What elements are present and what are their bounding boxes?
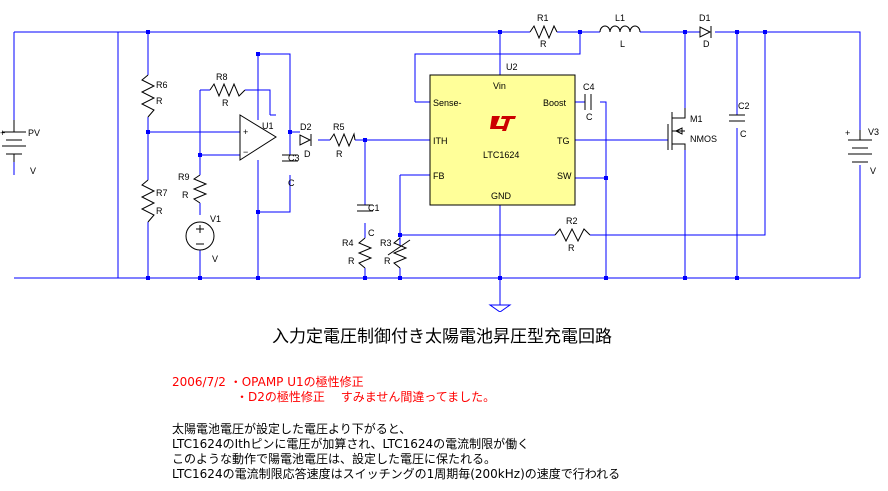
m1-value: NMOS bbox=[690, 134, 717, 144]
resistor-r6: R6 R bbox=[140, 74, 168, 118]
diode-d2: D2 D bbox=[299, 122, 312, 159]
c1-ref: C1 bbox=[368, 203, 380, 213]
svg-text:+: + bbox=[845, 128, 850, 138]
capacitor-c4: C4 C bbox=[583, 82, 595, 122]
r7-ref: R7 bbox=[156, 188, 168, 198]
svg-text:+: + bbox=[0, 128, 5, 138]
mosfet-m1: M1 NMOS bbox=[667, 108, 717, 150]
revision-note-2: ・D2の極性修正 すみません間違ってました。 bbox=[236, 390, 496, 404]
d2-value: D bbox=[304, 149, 311, 159]
resistor-r7: R7 R bbox=[140, 179, 168, 223]
ground-icon bbox=[488, 304, 512, 312]
lt-logo-icon bbox=[490, 116, 516, 131]
r6-value: R bbox=[156, 96, 163, 106]
resistor-r1: R1 R bbox=[529, 13, 558, 49]
schematic-diagram: + PV V + V3 V R6 R R7 R R8 R R9 R R5 R R… bbox=[0, 13, 879, 312]
pin-gnd: GND bbox=[491, 191, 512, 201]
resistor-r5: R5 R bbox=[329, 122, 356, 159]
r2-value: R bbox=[568, 243, 575, 253]
resistor-r9: R9 R bbox=[178, 172, 208, 204]
d2-ref: D2 bbox=[300, 122, 312, 132]
r6-ref: R6 bbox=[156, 80, 168, 90]
r7-value: R bbox=[156, 206, 163, 216]
c4-ref: C4 bbox=[583, 82, 595, 92]
d1-value: D bbox=[703, 39, 710, 49]
capacitor-c1: C1 C bbox=[357, 203, 380, 238]
pin-sw: SW bbox=[557, 171, 572, 181]
v3-ref: V3 bbox=[868, 127, 879, 137]
svg-text:−: − bbox=[243, 147, 248, 157]
l1-value: L bbox=[620, 39, 625, 49]
description-line-3: このような動作で陽電池電圧は、設定した電圧に保たれる。 bbox=[172, 452, 497, 466]
ic-u2: U2 Vin Sense- Boost ITH TG FB SW GND LTC… bbox=[429, 62, 576, 206]
wires bbox=[13, 31, 861, 305]
revision-note-1: 2006/7/2 ・OPAMP U1の極性修正 bbox=[172, 375, 364, 389]
resistor-r3: R3 R bbox=[380, 237, 411, 269]
r5-value: R bbox=[336, 149, 343, 159]
ic-u2-body bbox=[429, 74, 576, 206]
resistor-r8: R8 R bbox=[209, 72, 246, 108]
c2-value: C bbox=[740, 129, 747, 139]
diode-d1: D1 D bbox=[699, 13, 712, 49]
pv-ref: PV bbox=[28, 128, 40, 138]
resistor-r4: R4 R bbox=[342, 237, 373, 269]
c1-value: C bbox=[368, 228, 375, 238]
description-line-1: 太陽電池電圧が設定した電圧より下がると、 bbox=[172, 422, 412, 436]
r9-value: R bbox=[182, 190, 189, 200]
r2-ref: R2 bbox=[566, 216, 578, 226]
r1-ref: R1 bbox=[537, 13, 549, 23]
pin-fb: FB bbox=[433, 171, 445, 181]
r3-value: R bbox=[384, 256, 391, 266]
pv-source: + PV V bbox=[0, 120, 40, 176]
pin-ith: ITH bbox=[433, 136, 448, 146]
description-line-2: LTC1624のIthピンに電圧が加算され、LTC1624の電流制限が働く bbox=[172, 437, 530, 451]
u1-ref: U1 bbox=[262, 121, 274, 131]
r3-ref: R3 bbox=[380, 238, 392, 248]
c3-value: C bbox=[288, 178, 295, 188]
m1-ref: M1 bbox=[690, 114, 703, 124]
description-line-4: LTC1624の電流制限応答速度はスイッチングの1周期毎(200kHz)の速度で… bbox=[172, 467, 621, 481]
voltage-source-v1: V1 V bbox=[185, 214, 221, 264]
pin-vin: Vin bbox=[493, 81, 506, 91]
ic-part: LTC1624 bbox=[483, 150, 519, 160]
r4-ref: R4 bbox=[342, 238, 354, 248]
resistor-r2: R2 R bbox=[554, 216, 591, 253]
v3-value: V bbox=[870, 166, 876, 176]
r9-ref: R9 bbox=[178, 172, 190, 182]
c4-value: C bbox=[586, 112, 593, 122]
capacitor-c2: C2 C bbox=[729, 101, 750, 139]
v1-ref: V1 bbox=[210, 214, 221, 224]
opamp-u1: + − U1 bbox=[239, 114, 277, 161]
r4-value: R bbox=[348, 256, 355, 266]
pin-tg: TG bbox=[557, 136, 570, 146]
junctions bbox=[146, 30, 767, 280]
pv-value: V bbox=[30, 166, 36, 176]
l1-ref: L1 bbox=[615, 13, 625, 23]
svg-text:+: + bbox=[243, 127, 248, 137]
pin-boost: Boost bbox=[543, 98, 567, 108]
c3-ref: C3 bbox=[288, 153, 300, 163]
c2-ref: C2 bbox=[738, 101, 750, 111]
r1-value: R bbox=[540, 39, 547, 49]
r8-value: R bbox=[222, 98, 229, 108]
inductor-l1: L1 L bbox=[599, 13, 641, 49]
v3-source: + V3 V bbox=[845, 127, 879, 176]
pin-sense: Sense- bbox=[433, 98, 462, 108]
r5-ref: R5 bbox=[333, 122, 345, 132]
r8-ref: R8 bbox=[216, 72, 228, 82]
ic-ref: U2 bbox=[506, 62, 518, 72]
capacitor-c3: C3 C bbox=[282, 153, 300, 188]
v1-value: V bbox=[212, 254, 218, 264]
d1-ref: D1 bbox=[699, 13, 711, 23]
page-title: 入力定電圧制御付き太陽電池昇圧型充電回路 bbox=[272, 327, 612, 347]
